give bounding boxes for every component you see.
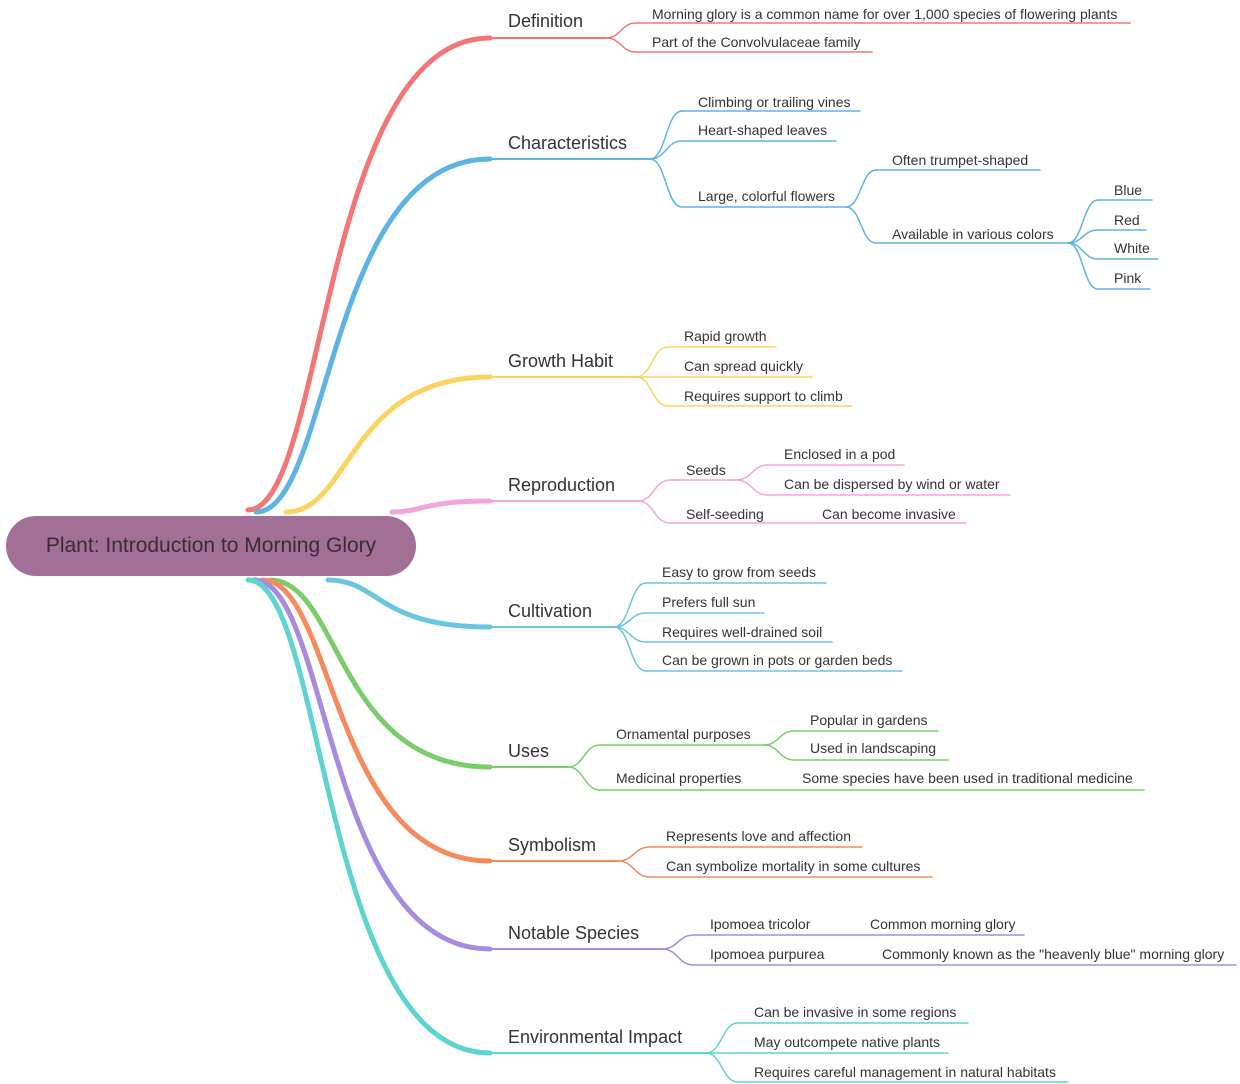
edge-uses-0	[567, 744, 601, 768]
trunk-characteristics	[253, 156, 493, 515]
edge-env-0	[705, 1022, 739, 1054]
node-self-seeding[interactable]: Self-seeding	[686, 506, 764, 522]
edge-color-3	[1067, 242, 1099, 290]
trunk-definition	[245, 35, 493, 513]
edge-species-0	[661, 934, 695, 950]
edge-sym-1	[617, 860, 651, 878]
node-definition-family[interactable]: Part of the Convolvulaceae family	[652, 34, 861, 50]
node-popular-gardens[interactable]: Popular in gardens	[810, 712, 928, 728]
edge-growth-2	[635, 376, 669, 407]
edge-definition-0	[605, 22, 637, 39]
node-color-blue[interactable]: Blue	[1114, 182, 1143, 198]
node-spread-quickly[interactable]: Can spread quickly	[684, 358, 804, 374]
branch-characteristics[interactable]: Characteristics	[508, 133, 628, 153]
edge-repro-0	[637, 479, 671, 502]
edge-species-1	[661, 948, 695, 966]
trunk-growth	[283, 374, 493, 515]
node-requires-support[interactable]: Requires support to climb	[684, 388, 843, 404]
node-well-drained-soil[interactable]: Requires well-drained soil	[662, 624, 823, 640]
branch-definition[interactable]: Definition	[508, 11, 584, 31]
edge-seeds-0	[735, 464, 769, 481]
node-heart-leaves[interactable]: Heart-shaped leaves	[698, 122, 828, 138]
node-love-affection[interactable]: Represents love and affection	[666, 828, 851, 844]
node-climbing-vines[interactable]: Climbing or trailing vines	[698, 94, 851, 110]
edge-uses-1	[567, 766, 601, 791]
edge-char-1	[649, 140, 683, 160]
root-node[interactable]: Plant: Introduction to Morning Glory	[6, 516, 416, 576]
edge-char-0	[649, 110, 683, 160]
edge-seeds-1	[735, 479, 769, 496]
node-become-invasive[interactable]: Can become invasive	[822, 506, 956, 522]
node-traditional-medicine[interactable]: Some species have been used in tradition…	[802, 770, 1133, 786]
branch-symbolism[interactable]: Symbolism	[508, 835, 597, 855]
node-color-pink[interactable]: Pink	[1114, 270, 1142, 286]
node-full-sun[interactable]: Prefers full sun	[662, 594, 756, 610]
node-color-white[interactable]: White	[1114, 240, 1150, 256]
edge-flowers-0	[845, 169, 877, 208]
node-rapid-growth[interactable]: Rapid growth	[684, 328, 767, 344]
node-trumpet-shaped[interactable]: Often trumpet-shaped	[892, 152, 1029, 168]
node-mortality[interactable]: Can symbolize mortality in some cultures	[666, 858, 921, 874]
trunk-uses	[267, 577, 493, 770]
node-enclosed-pod[interactable]: Enclosed in a pod	[784, 446, 896, 462]
node-common-morning-glory[interactable]: Common morning glory	[870, 916, 1016, 932]
node-large-flowers[interactable]: Large, colorful flowers	[698, 188, 835, 204]
edge-sym-0	[617, 846, 651, 862]
edge-env-2	[705, 1052, 739, 1083]
node-medicinal[interactable]: Medicinal properties	[616, 770, 742, 786]
edge-orn-1	[763, 744, 795, 761]
branch-uses[interactable]: Uses	[508, 741, 550, 761]
node-landscaping[interactable]: Used in landscaping	[810, 740, 937, 756]
node-definition-common-name[interactable]: Morning glory is a common name for over …	[652, 6, 1118, 22]
node-pots-garden-beds[interactable]: Can be grown in pots or garden beds	[662, 652, 893, 668]
trunk-reproduction	[389, 498, 493, 515]
node-ipomoea-purpurea[interactable]: Ipomoea purpurea	[710, 946, 825, 962]
edge-color-0	[1067, 199, 1099, 244]
branch-growth-habit[interactable]: Growth Habit	[508, 351, 614, 371]
branch-environmental-impact[interactable]: Environmental Impact	[508, 1027, 683, 1047]
branch-notable-species[interactable]: Notable Species	[508, 923, 640, 943]
edge-cult-0	[613, 582, 647, 628]
edge-definition-1	[605, 37, 637, 53]
trunk-cultivation	[325, 577, 493, 630]
node-various-colors[interactable]: Available in various colors	[892, 226, 1054, 242]
branch-reproduction[interactable]: Reproduction	[508, 475, 616, 495]
node-heavenly-blue[interactable]: Commonly known as the "heavenly blue" mo…	[882, 946, 1225, 962]
node-careful-management[interactable]: Requires careful management in natural h…	[754, 1064, 1056, 1080]
edge-flowers-1	[845, 206, 877, 244]
edge-growth-0	[635, 346, 669, 378]
edge-char-2	[649, 158, 683, 208]
branch-cultivation[interactable]: Cultivation	[508, 601, 593, 621]
node-easy-grow[interactable]: Easy to grow from seeds	[662, 564, 817, 580]
node-ornamental[interactable]: Ornamental purposes	[616, 726, 751, 742]
trunk-symbolism	[259, 577, 493, 864]
node-dispersed-wind-water[interactable]: Can be dispersed by wind or water	[784, 476, 1000, 492]
edge-cult-3	[613, 626, 647, 672]
edge-orn-0	[763, 730, 795, 746]
node-invasive-regions[interactable]: Can be invasive in some regions	[754, 1004, 957, 1020]
node-color-red[interactable]: Red	[1114, 212, 1140, 228]
trunk-species	[251, 577, 493, 952]
node-seeds[interactable]: Seeds	[686, 462, 726, 478]
edge-repro-1	[637, 500, 671, 524]
node-outcompete-native[interactable]: May outcompete native plants	[754, 1034, 940, 1050]
trunk-environment	[245, 577, 493, 1056]
node-ipomoea-tricolor[interactable]: Ipomoea tricolor	[710, 916, 811, 932]
